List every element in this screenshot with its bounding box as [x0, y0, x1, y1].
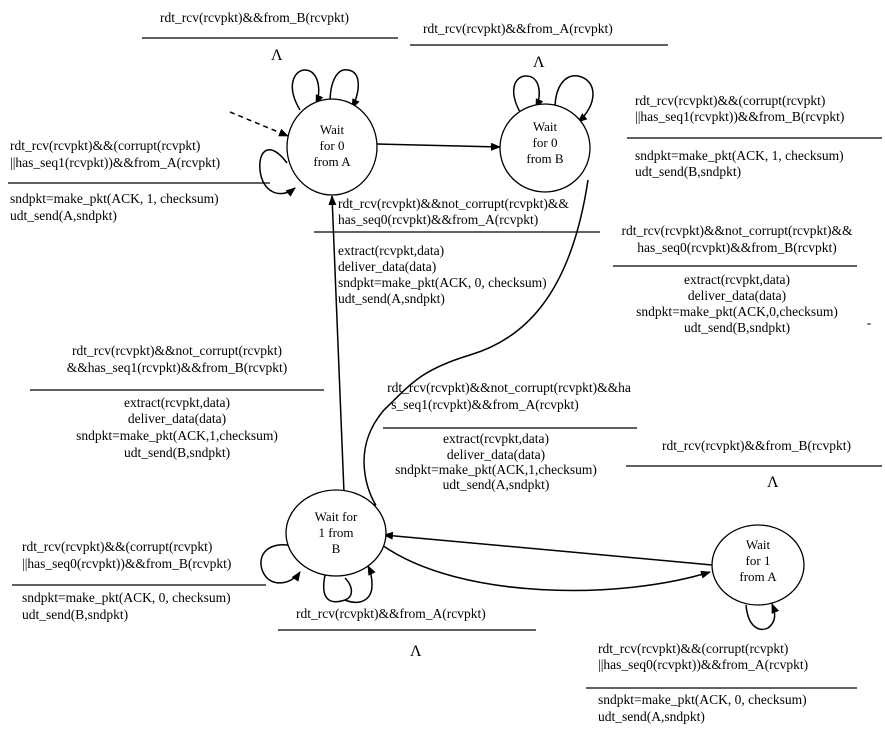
event-line-2: ||has_seq1(rcvpkt))&&from_A(rcvpkt) [10, 155, 220, 170]
action-line-1: extract(rcvpkt,data) [124, 395, 230, 410]
action-line-2: udt_send(A,sndpkt) [10, 208, 117, 223]
action-line-4: udt_send(A,sndpkt) [443, 477, 550, 492]
event-line: rdt_rcv(rcvpkt)&&from_A(rcvpkt) [296, 606, 486, 621]
self-loop-wait0B-top-left [512, 75, 544, 113]
lambda-action: Λ [767, 474, 779, 491]
edge-wait1A-to-wait1B [383, 531, 713, 566]
event-line-2: s_seq1(rcvpkt)&&from_A(rcvpkt) [391, 397, 578, 412]
state-wait1A-line1: Wait [746, 537, 771, 552]
action-line-1: sndpkt=make_pkt(ACK, 0, checksum) [598, 692, 807, 707]
action-line-3: sndpkt=make_pkt(ACK,1,checksum) [395, 462, 597, 477]
label-top-mid: rdt_rcv(rcvpkt)&&from_A(rcvpkt) Λ [410, 21, 668, 71]
state-wait1B-line3: B [332, 541, 341, 556]
event-line-2: has_seq0(rcvpkt)&&from_A(rcvpkt) [338, 212, 538, 227]
state-wait1A-line3: from A [739, 569, 777, 584]
event-line: rdt_rcv(rcvpkt)&&from_B(rcvpkt) [160, 10, 349, 25]
self-loop-wait0A-left [259, 149, 296, 197]
edge-wait0B-to-wait1B [363, 179, 589, 509]
stray-mark: - [867, 315, 872, 330]
action-line-4: udt_send(B,sndpkt) [124, 445, 230, 460]
action-line-2: deliver_data(data) [688, 288, 786, 303]
action-line-2: deliver_data(data) [447, 447, 545, 462]
action-line-4: udt_send(B,sndpkt) [684, 320, 790, 335]
action-line-1: sndpkt=make_pkt(ACK, 1, checksum) [10, 191, 219, 206]
event-line-2: &&has_seq1(rcvpkt)&&from_B(rcvpkt) [67, 360, 287, 375]
event-line-1: rdt_rcv(rcvpkt)&&not_corrupt(rcvpkt)&&ha [387, 380, 631, 395]
event-line-1: rdt_rcv(rcvpkt)&&not_corrupt(rcvpkt)&& [338, 196, 569, 211]
edge-wait0A-to-wait0B [376, 142, 501, 151]
self-loop-wait0A-top-left [291, 69, 324, 111]
state-wait0B-line1: Wait [533, 119, 558, 134]
state-wait0A-line3: from A [313, 154, 351, 169]
label-left-top: rdt_rcv(rcvpkt)&&(corrupt(rcvpkt) ||has_… [8, 138, 270, 223]
self-loop-wait0B-top-right [554, 75, 594, 123]
self-loop-wait0A-top-right [329, 69, 360, 109]
action-line-1: sndpkt=make_pkt(ACK, 1, checksum) [635, 148, 844, 163]
lambda-action: Λ [271, 47, 283, 64]
edges [229, 69, 780, 631]
event-line-2: ||has_seq0(rcvpkt))&&from_B(rcvpkt) [22, 556, 231, 571]
state-wait0B-circle [499, 103, 591, 193]
self-loop-wait1B-bottom-left [323, 574, 353, 603]
edge-wait1B-to-wait0A [328, 195, 345, 494]
label-right-mid: rdt_rcv(rcvpkt)&&not_corrupt(rcvpkt)&& h… [613, 223, 872, 335]
action-line-1: extract(rcvpkt,data) [443, 431, 549, 446]
action-line-3: sndpkt=make_pkt(ACK,0,checksum) [636, 304, 838, 319]
event-line-1: rdt_rcv(rcvpkt)&&not_corrupt(rcvpkt)&& [622, 223, 853, 238]
event-line: rdt_rcv(rcvpkt)&&from_B(rcvpkt) [662, 438, 851, 453]
action-line-1: extract(rcvpkt,data) [684, 272, 790, 287]
lambda-action: Λ [533, 54, 545, 71]
action-line-4: udt_send(A,sndpkt) [338, 291, 445, 306]
self-loop-wait1A-bottom [745, 603, 780, 631]
label-top-left: rdt_rcv(rcvpkt)&&from_B(rcvpkt) Λ [142, 10, 398, 64]
label-center-low: rdt_rcv(rcvpkt)&&not_corrupt(rcvpkt)&&ha… [383, 380, 637, 492]
initial-state-arrow [229, 111, 289, 137]
event-line-1: rdt_rcv(rcvpkt)&&not_corrupt(rcvpkt) [72, 343, 282, 358]
action-line-1: extract(rcvpkt,data) [338, 243, 444, 258]
state-wait0B: Wait for 0 from B [499, 103, 591, 193]
event-line-1: rdt_rcv(rcvpkt)&&(corrupt(rcvpkt) [10, 138, 200, 153]
action-line-2: deliver_data(data) [338, 259, 436, 274]
state-wait1B-line1: Wait for [315, 509, 358, 524]
action-line-2: deliver_data(data) [128, 411, 226, 426]
event-line-2: has_seq0(rcvpkt)&&from_B(rcvpkt) [637, 240, 836, 255]
event-line-1: rdt_rcv(rcvpkt)&&(corrupt(rcvpkt) [635, 93, 825, 108]
label-bottom-mid: rdt_rcv(rcvpkt)&&from_A(rcvpkt) Λ [278, 606, 536, 660]
state-wait0B-line3: from B [526, 151, 564, 166]
label-left-bottom: rdt_rcv(rcvpkt)&&(corrupt(rcvpkt) ||has_… [12, 539, 266, 622]
state-wait0A-line1: Wait [320, 122, 345, 137]
state-wait1B-line2: 1 from [318, 525, 353, 540]
state-wait0A-line2: for 0 [320, 138, 345, 153]
state-wait1B-circle [285, 489, 387, 577]
label-bottom-right: rdt_rcv(rcvpkt)&&(corrupt(rcvpkt) ||has_… [586, 641, 857, 724]
action-line-3: sndpkt=make_pkt(ACK,1,checksum) [76, 428, 278, 443]
self-loop-wait1B-left [260, 544, 301, 584]
event-line-2: ||has_seq0(rcvpkt))&&from_A(rcvpkt) [598, 657, 808, 672]
label-left-mid: rdt_rcv(rcvpkt)&&not_corrupt(rcvpkt) &&h… [30, 343, 324, 460]
label-right-top: rdt_rcv(rcvpkt)&&(corrupt(rcvpkt) ||has_… [627, 93, 882, 179]
action-line-2: udt_send(B,sndpkt) [22, 607, 128, 622]
label-right-low: rdt_rcv(rcvpkt)&&from_B(rcvpkt) Λ [626, 438, 882, 491]
edge-wait1B-to-wait1A [381, 544, 711, 592]
state-wait0B-line2: for 0 [533, 135, 558, 150]
event-line-2: ||has_seq1(rcvpkt))&&from_B(rcvpkt) [635, 109, 844, 124]
state-wait1A-circle [711, 524, 805, 606]
action-line-1: sndpkt=make_pkt(ACK, 0, checksum) [22, 590, 231, 605]
action-line-3: sndpkt=make_pkt(ACK, 0, checksum) [338, 275, 547, 290]
lambda-action: Λ [410, 643, 422, 660]
state-wait1A-line2: for 1 [746, 553, 771, 568]
event-line: rdt_rcv(rcvpkt)&&from_A(rcvpkt) [423, 21, 613, 36]
self-loop-wait1B-bottom-right [344, 565, 376, 604]
action-line-2: udt_send(B,sndpkt) [635, 164, 741, 179]
action-line-2: udt_send(A,sndpkt) [598, 709, 705, 724]
state-wait0A-circle [286, 98, 378, 196]
event-line-1: rdt_rcv(rcvpkt)&&(corrupt(rcvpkt) [22, 539, 212, 554]
state-wait0A: Wait for 0 from A [286, 98, 378, 196]
state-wait1B: Wait for 1 from B [285, 489, 387, 577]
event-line-1: rdt_rcv(rcvpkt)&&(corrupt(rcvpkt) [598, 641, 788, 656]
state-wait1A: Wait for 1 from A [711, 524, 805, 606]
label-center: rdt_rcv(rcvpkt)&&not_corrupt(rcvpkt)&& h… [314, 196, 600, 306]
